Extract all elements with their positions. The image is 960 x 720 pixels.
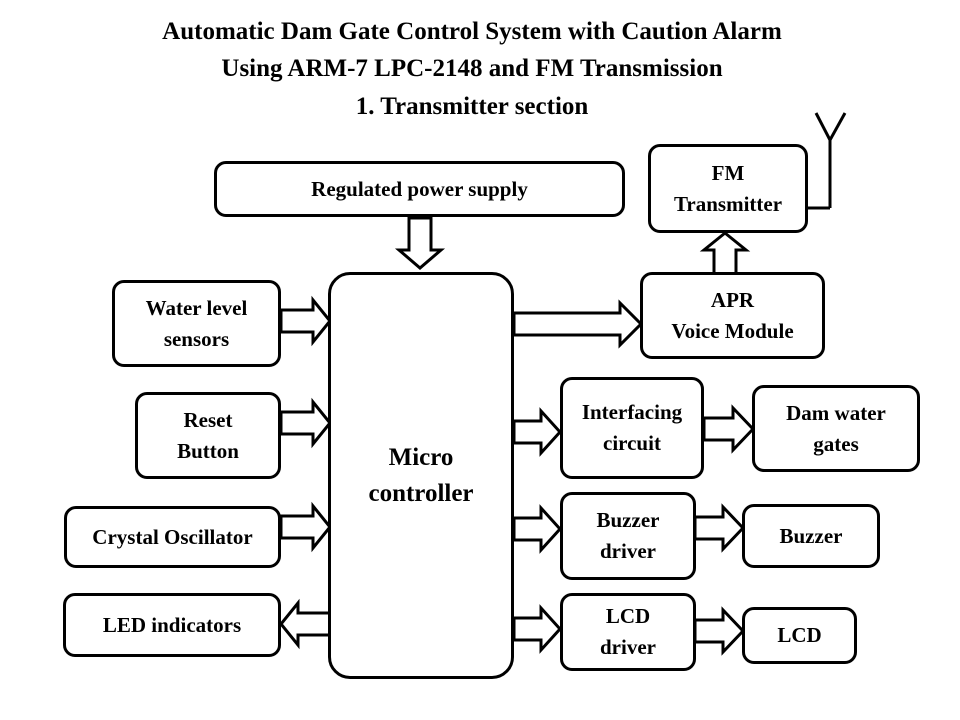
apr-module-label-2: Voice Module (671, 318, 794, 343)
buzzer-driver-block: Buzzer driver (560, 492, 696, 580)
reset-button-label-1: Reset (183, 407, 233, 432)
lcd-label: LCD (777, 623, 822, 647)
arrow-mc-to-buzzer-driver (512, 504, 563, 554)
lcd-block: LCD (742, 607, 857, 664)
arrow-sensors-to-mc (279, 295, 332, 347)
arrow-mc-to-apr (512, 299, 644, 349)
diagram-title-line-3: 1. Transmitter section (355, 93, 589, 120)
crystal-oscillator-label: Crystal Oscillator (92, 524, 253, 549)
fm-transmitter-label-1: FM (711, 160, 745, 185)
arrow-mc-to-lcd-driver (512, 604, 563, 654)
arrow-mc-to-led (279, 598, 332, 650)
crystal-oscillator-block: Crystal Oscillator (64, 506, 281, 568)
microcontroller-block: Micro controller (328, 272, 514, 679)
water-level-label-2: sensors (163, 326, 230, 351)
interfacing-label-1: Interfacing (581, 400, 683, 424)
fm-transmitter-label-2: Transmitter (673, 191, 783, 216)
arrow-apr-to-fm (699, 231, 751, 276)
arrow-interfacing-to-gates (702, 404, 756, 454)
water-level-label-1: Water level (145, 295, 248, 320)
power-supply-block: Regulated power supply (214, 161, 625, 217)
led-indicators-block: LED indicators (63, 593, 281, 657)
arrow-crystal-to-mc (279, 501, 332, 553)
arrow-reset-to-mc (279, 397, 332, 449)
arrow-driver-to-lcd (693, 606, 746, 656)
buzzer-driver-label-2: driver (600, 539, 656, 563)
interfacing-label-2: circuit (603, 431, 661, 455)
dam-gates-label-1: Dam water (786, 400, 886, 425)
led-indicators-label: LED indicators (102, 612, 242, 637)
dam-water-gates-block: Dam water gates (752, 385, 920, 472)
microcontroller-label-1: Micro (388, 443, 454, 471)
dam-gates-label-2: gates (813, 431, 859, 456)
buzzer-driver-label-1: Buzzer (596, 508, 660, 532)
interfacing-circuit-block: Interfacing circuit (560, 377, 704, 479)
microcontroller-label-2: controller (368, 479, 474, 507)
arrow-mc-to-interfacing (512, 407, 563, 457)
diagram-title-line-2: Using ARM-7 LPC-2148 and FM Transmission (221, 55, 723, 82)
fm-transmitter-block: FM Transmitter (648, 144, 808, 233)
power-supply-label: Regulated power supply (311, 176, 528, 201)
arrow-driver-to-buzzer (693, 503, 746, 553)
reset-button-label-2: Button (177, 438, 239, 463)
buzzer-label: Buzzer (779, 523, 843, 548)
lcd-driver-label-1: LCD (605, 604, 651, 628)
antenna-icon (808, 112, 847, 210)
apr-voice-module-block: APR Voice Module (640, 272, 825, 359)
lcd-driver-label-2: driver (600, 635, 656, 659)
apr-module-label-1: APR (710, 287, 755, 312)
lcd-driver-block: LCD driver (560, 593, 696, 671)
water-level-sensors-block: Water level sensors (112, 280, 281, 367)
arrow-power-to-mc (394, 216, 446, 270)
diagram-title-line-1: Automatic Dam Gate Control System with C… (162, 18, 782, 45)
buzzer-block: Buzzer (742, 504, 880, 568)
reset-button-block: Reset Button (135, 392, 281, 479)
